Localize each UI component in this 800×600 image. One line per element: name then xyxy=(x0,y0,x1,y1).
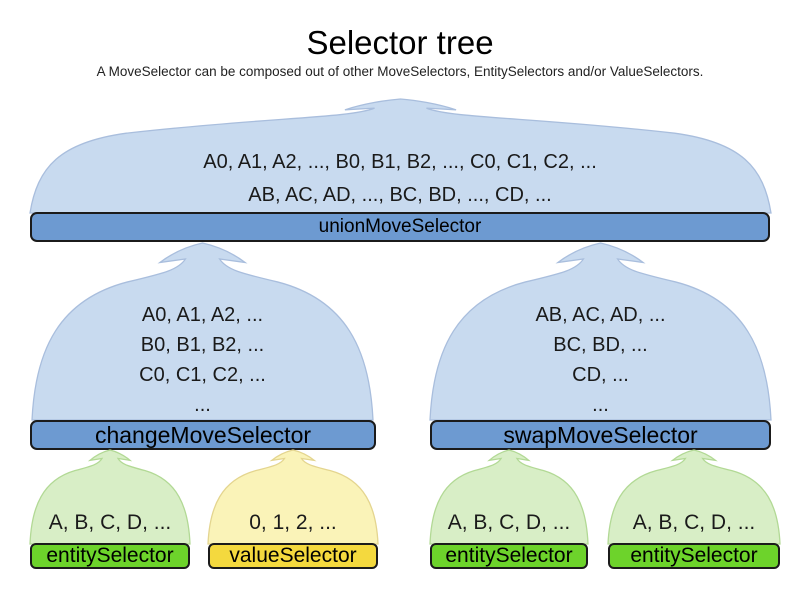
cloud-text-line: A0, A1, A2, ..., B0, B1, B2, ..., C0, C1… xyxy=(203,151,597,173)
entity-output-values: A, B, C, D, ... xyxy=(608,511,780,535)
cloud-text-line: AB, AC, AD, ... xyxy=(535,304,666,326)
cloud-text-line: ... xyxy=(194,394,211,416)
cloud-text-line: A, B, C, D, ... xyxy=(632,511,756,534)
cloud-text-line: B0, B1, B2, ... xyxy=(140,334,265,356)
entity-output-values: A, B, C, D, ... xyxy=(430,511,588,535)
cloud-text-line: ... xyxy=(592,394,609,416)
node-label: swapMoveSelector xyxy=(503,421,698,448)
value-output-cloud-shape xyxy=(208,450,378,544)
cloud-text-line: A0, A1, A2, ... xyxy=(141,304,264,326)
entity-selector-node: entitySelector xyxy=(30,543,190,569)
entity-output-cloud-shape xyxy=(608,450,780,544)
union-move-selector-node: unionMoveSelector xyxy=(30,212,770,242)
node-label: valueSelector xyxy=(229,544,357,567)
change-output-values: A0, A1, A2, ... B0, B1, B2, ... C0, C1, … xyxy=(32,300,373,420)
union-output-values: A0, A1, A2, ..., B0, B1, B2, ..., C0, C1… xyxy=(0,146,800,212)
swap-move-selector-node: swapMoveSelector xyxy=(430,420,771,450)
node-label: entitySelector xyxy=(46,544,174,567)
cloud-text-line: CD, ... xyxy=(572,364,629,386)
change-output-cloud-shape xyxy=(32,243,373,420)
diagram-subtitle: A MoveSelector can be composed out of ot… xyxy=(96,64,704,79)
swap-output-values: AB, AC, AD, ... BC, BD, ... CD, ... ... xyxy=(430,300,771,420)
cloud-text-line: 0, 1, 2, ... xyxy=(249,511,337,534)
swap-output-cloud-shape xyxy=(430,243,771,420)
cloud-text-line: A, B, C, D, ... xyxy=(48,511,172,534)
diagram-title: Selector tree xyxy=(306,24,494,61)
node-label: unionMoveSelector xyxy=(318,216,482,237)
value-selector-node: valueSelector xyxy=(208,543,378,569)
entity-selector-node: entitySelector xyxy=(608,543,780,569)
entity-output-cloud-shape xyxy=(430,450,588,544)
entity-output-cloud-shape xyxy=(30,450,190,544)
value-output-values: 0, 1, 2, ... xyxy=(208,511,378,535)
cloud-text-line: AB, AC, AD, ..., BC, BD, ..., CD, ... xyxy=(248,184,552,206)
entity-selector-node: entitySelector xyxy=(430,543,588,569)
union-output-cloud-shape xyxy=(30,99,771,213)
cloud-text-line: BC, BD, ... xyxy=(553,334,648,356)
node-label: entitySelector xyxy=(445,544,573,567)
entity-output-values: A, B, C, D, ... xyxy=(30,511,190,535)
cloud-text-line: C0, C1, C2, ... xyxy=(139,364,266,386)
cloud-text-line: A, B, C, D, ... xyxy=(447,511,571,534)
change-move-selector-node: changeMoveSelector xyxy=(30,420,376,450)
node-label: changeMoveSelector xyxy=(94,421,312,448)
node-label: entitySelector xyxy=(630,544,758,567)
